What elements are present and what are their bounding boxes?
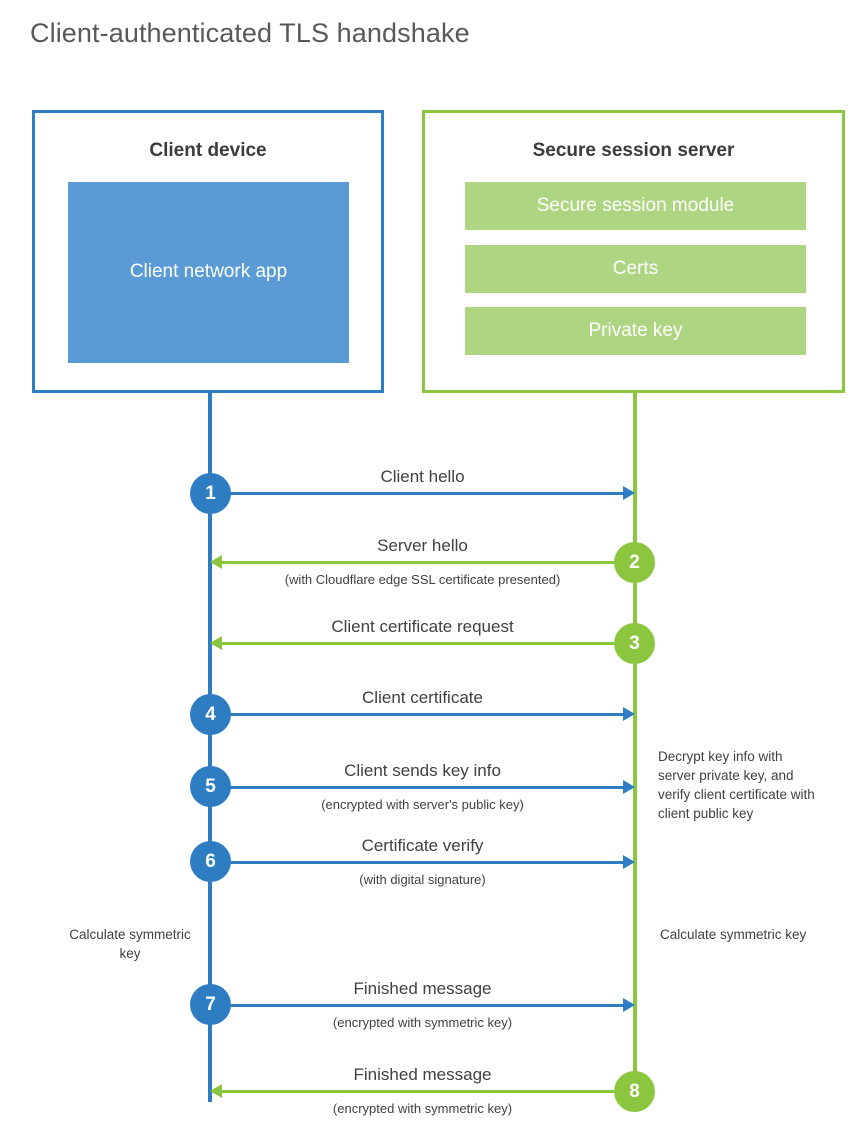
step-circle-4: 4 <box>190 694 231 735</box>
client-lifeline <box>208 391 212 1102</box>
page-title: Client-authenticated TLS handshake <box>30 18 470 48</box>
step-8-sublabel: (encrypted with symmetric key) <box>332 1101 513 1116</box>
step-circle-5: 5 <box>190 766 231 807</box>
step-2-arrow-head-icon <box>210 555 222 569</box>
secure-session-module-block: Secure session module <box>465 182 806 230</box>
step-1-label: Client hello <box>380 467 465 486</box>
server-decrypt-annotation: Decrypt key info with server private key… <box>658 749 815 822</box>
step-2-sublabel: (with Cloudflare edge SSL certificate pr… <box>284 572 561 587</box>
step-5-arrow-line <box>210 786 625 789</box>
step-circle-3: 3 <box>614 623 655 664</box>
step-4-label: Client certificate <box>362 688 483 707</box>
step-7-arrow-line <box>210 1004 625 1007</box>
step-circle-2: 2 <box>614 542 655 583</box>
step-2-label: Server hello <box>377 536 468 555</box>
step-1-arrow-head-icon <box>623 486 635 500</box>
step-circle-7: 7 <box>190 984 231 1025</box>
step-8-arrow-head-icon <box>210 1084 222 1098</box>
step-3-label: Client certificate request <box>331 617 514 636</box>
step-5-sublabel: (encrypted with server's public key) <box>321 797 524 812</box>
client-network-app-block: Client network app <box>68 182 349 363</box>
step-7-arrow-head-icon <box>623 998 635 1012</box>
step-6-label: Certificate verify <box>361 836 484 855</box>
client-device-title: Client device <box>149 140 267 161</box>
step-5-label: Client sends key info <box>344 761 501 780</box>
step-circle-8: 8 <box>614 1071 655 1112</box>
step-4-arrow-head-icon <box>623 707 635 721</box>
secure-session-server-title: Secure session server <box>532 140 735 161</box>
step-7-label: Finished message <box>353 979 492 998</box>
step-6-sublabel: (with digital signature) <box>359 872 486 887</box>
secure-session-server-box: Secure session server Secure session mod… <box>422 110 845 393</box>
client-device-box: Client device Client network app <box>32 110 384 393</box>
server-calculate-symmetric-key-annotation: Calculate symmetric key <box>660 927 807 942</box>
step-3-arrow-line <box>212 642 635 645</box>
step-8-arrow-line <box>212 1090 635 1093</box>
step-3-arrow-head-icon <box>210 636 222 650</box>
step-circle-6: 6 <box>190 841 231 882</box>
server-lifeline <box>633 391 637 1092</box>
step-circle-1: 1 <box>190 473 231 514</box>
step-8-label: Finished message <box>353 1065 492 1084</box>
certs-block: Certs <box>465 245 806 293</box>
private-key-block: Private key <box>465 307 806 355</box>
step-1-arrow-line <box>210 492 625 495</box>
step-4-arrow-line <box>210 713 625 716</box>
step-5-arrow-head-icon <box>623 780 635 794</box>
step-2-arrow-line <box>212 561 635 564</box>
step-6-arrow-line <box>210 861 625 864</box>
step-6-arrow-head-icon <box>623 855 635 869</box>
step-7-sublabel: (encrypted with symmetric key) <box>332 1015 513 1030</box>
client-calculate-symmetric-key-annotation: Calculate symmetric key <box>69 927 191 962</box>
